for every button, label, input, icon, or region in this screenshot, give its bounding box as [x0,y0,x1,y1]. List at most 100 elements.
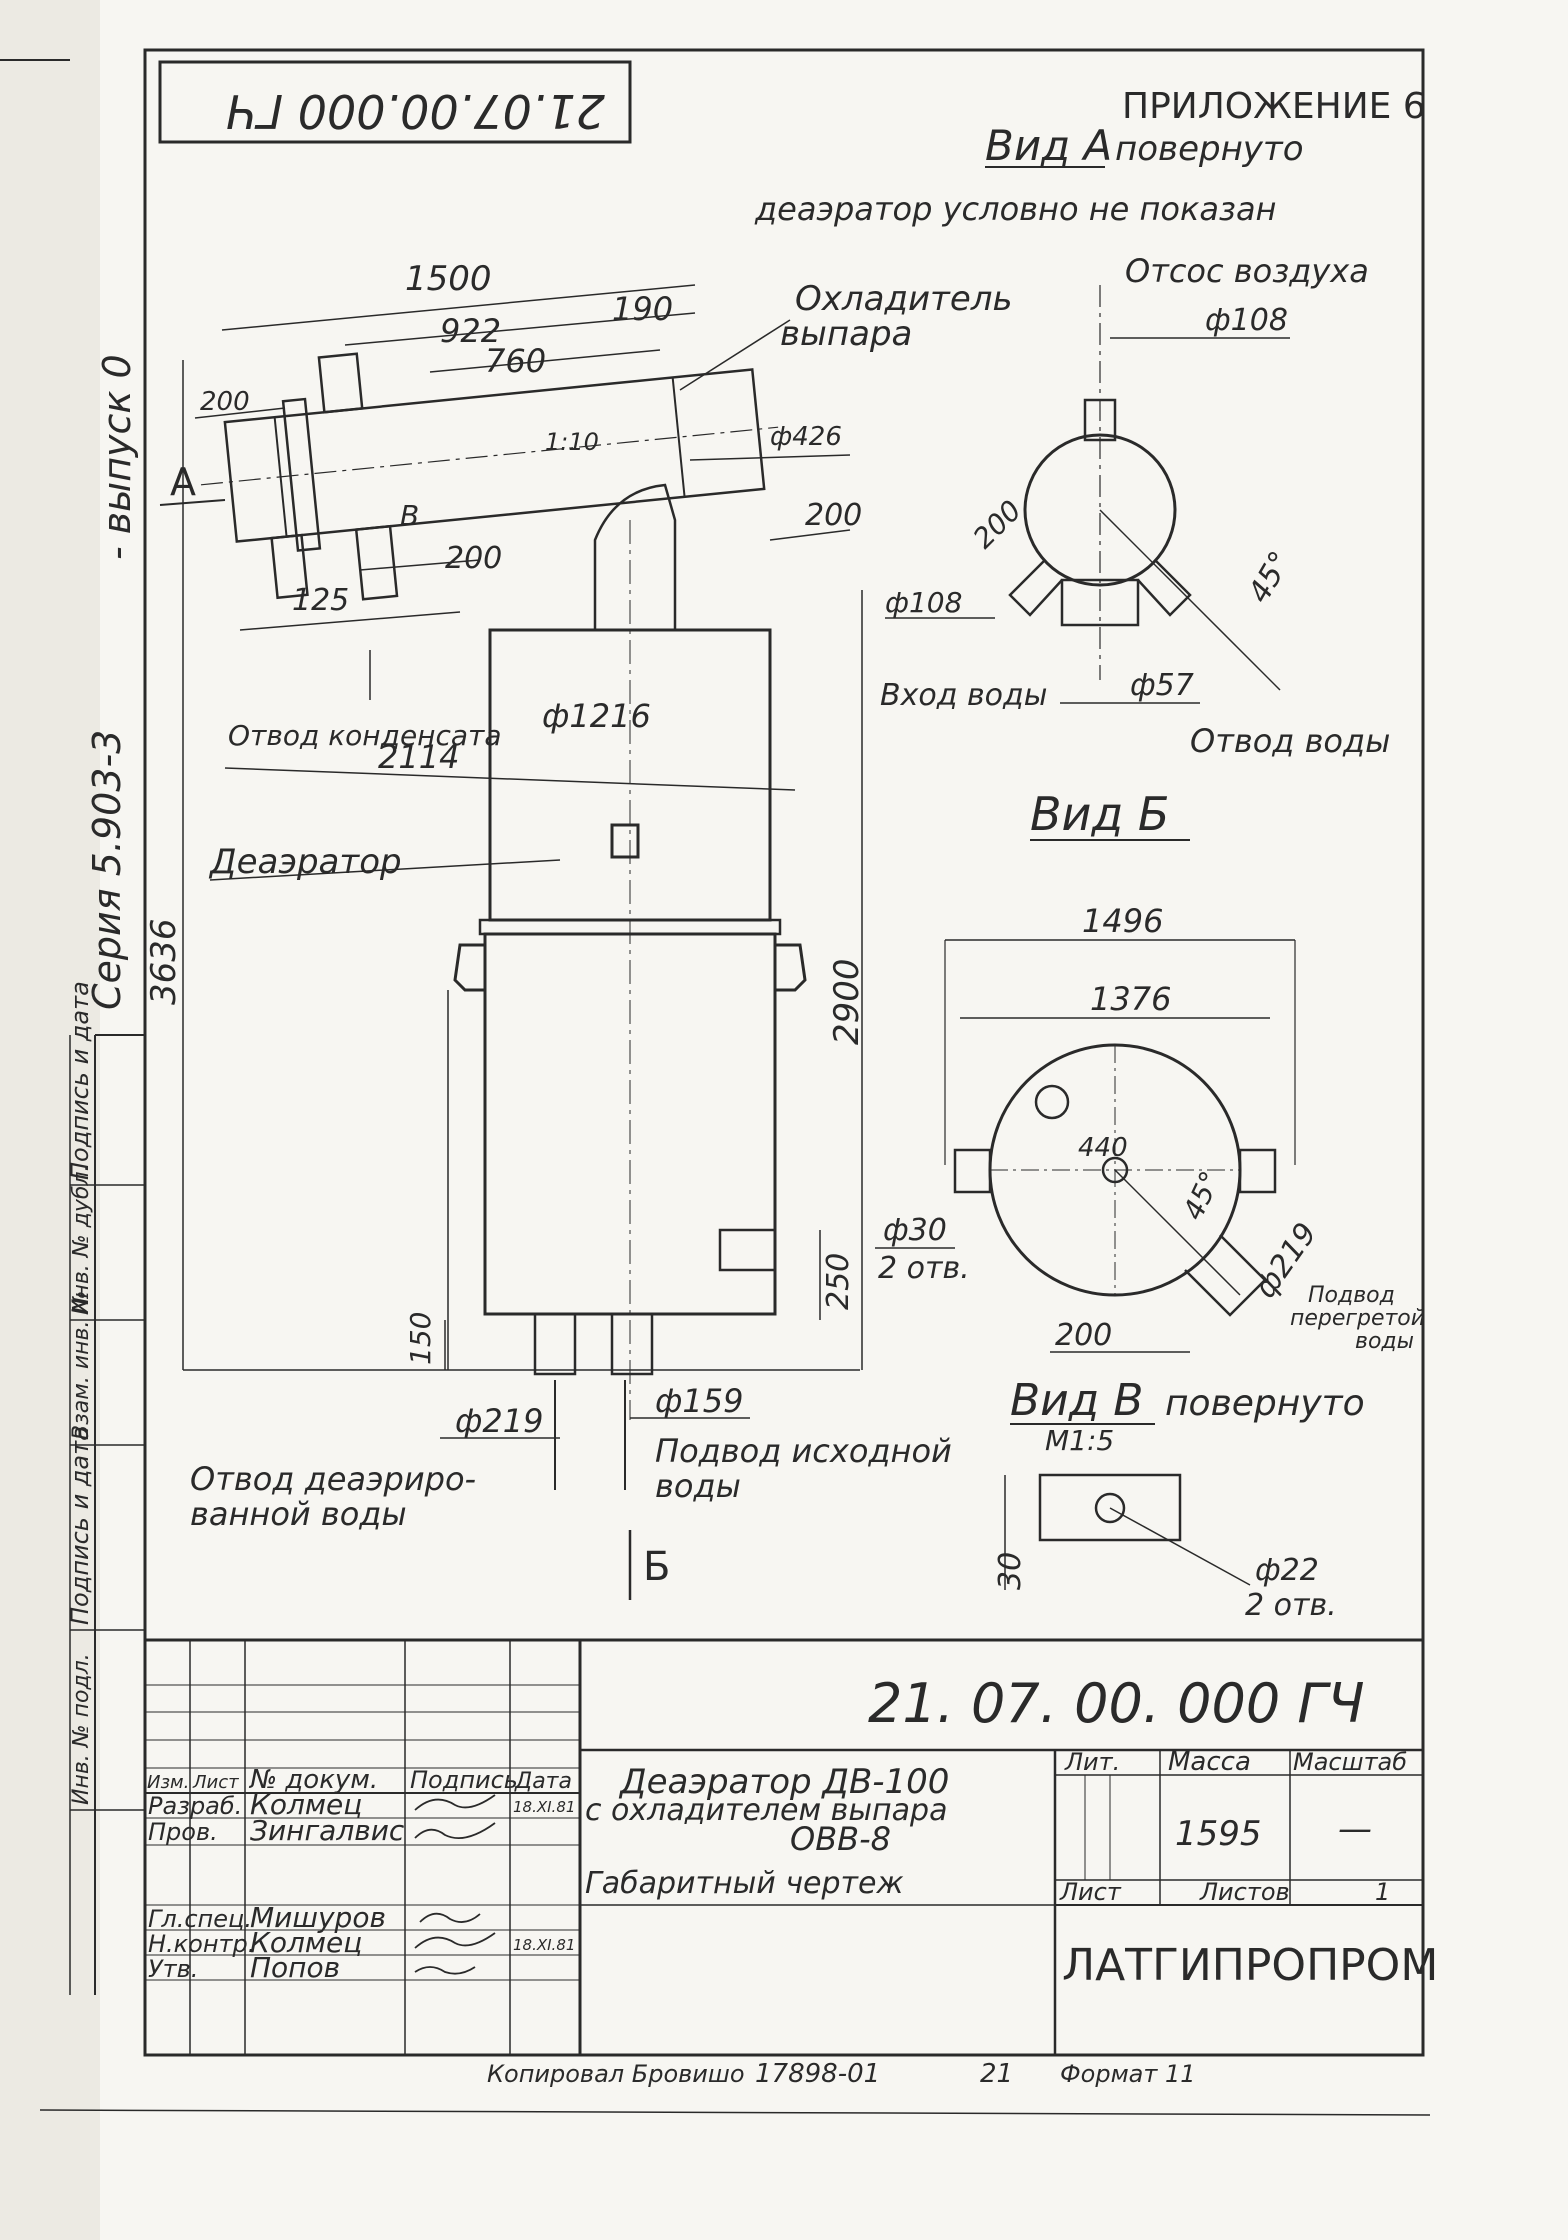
margin-sign-date-1: Подпись и дата [66,981,94,1180]
dim-1376: 1376 [1090,980,1171,1018]
margin-original-number: Инв. № подл. [69,1653,94,1805]
side-nozzle-a [1137,559,1192,617]
dim-45-a: 45° [1242,545,1299,609]
arrow-a [159,499,226,506]
steam-label-3: воды [1355,1329,1414,1354]
signature-5 [414,1966,476,1975]
dim-d426: ф426 [770,422,842,452]
view-a-note: деаэратор условно не показан [754,190,1276,228]
leader-d426 [689,454,851,461]
holes-v: 2 отв. [1245,1588,1337,1623]
dim-d22: ф22 [1255,1553,1319,1588]
view-a-suffix: повернуто [1115,129,1304,169]
view-b-left-lug [953,1148,992,1194]
copied-by: Копировал Бровишо [487,2060,745,2088]
dim-d159: ф159 [655,1382,743,1420]
dim-line-760 [429,349,661,373]
view-b-nozzle-1 [1034,1084,1070,1120]
dim-d30: ф30 [883,1213,947,1248]
dim-190: 190 [612,290,673,328]
leader-deaerator [209,859,561,881]
drawing-frame [69,48,1425,2057]
view-v-title: Вид В [1010,1375,1143,1426]
header-doc: № докум. [248,1765,378,1795]
signature-1 [414,1794,496,1811]
dim-200-a: 200 [967,494,1028,555]
role-chief: Гл.спец. [148,1905,252,1933]
dim-line-200-bottom [359,559,481,571]
footer: Копировал Бровишо 17898-01 21 Формат 11 [39,2059,1431,2116]
product-name-3: ОВВ-8 [790,1820,891,1858]
view-v-scale: М1:5 [1045,1424,1114,1457]
water-in-label: Вход воды [880,678,1047,713]
role-checker: Пров. [148,1818,218,1846]
cooler-label-1: Охладитель [795,279,1013,319]
arrow-b-label: Б [643,1544,670,1590]
view-v-suffix: повернуто [1165,1383,1365,1424]
organization: ЛАТГИПРОПРОМ [1062,1940,1438,1991]
cooler-label-2: выпара [780,314,912,354]
dim-line-1500 [221,284,696,331]
dim-30-v: 30 [993,1552,1028,1590]
dim-2900: 2900 [827,958,867,1045]
air-suction-label: Отсос воздуха [1125,252,1369,290]
deaerator-label: Деаэратор [208,842,402,882]
view-a: Отсос воздуха ф108 200 45° ф108 Вход вод… [880,252,1390,760]
format-label: Формат 11 [1060,2060,1196,2088]
dim-250: 250 [821,1253,856,1310]
view-a-title: Вид А [985,121,1112,170]
inlet-label-2: воды [655,1467,741,1505]
sheets-value: 1 [1375,1878,1390,1906]
margin-replace-number: Взам. инв. № [69,1291,94,1440]
inlet-pipe [610,1312,654,1376]
water-in-nozzle [1008,559,1063,617]
series-label: Серия 5.903-3 [85,730,129,1010]
doc-code: 21. 07. 00. 000 ГЧ [868,1672,1364,1735]
scale-value: — [1338,1809,1372,1849]
signature-4 [414,1932,496,1949]
date-developer: 18.XI.81 [513,1798,575,1816]
dim-440: 440 [1078,1133,1128,1163]
name-approve: Попов [250,1951,340,1984]
signature-2 [414,1822,496,1839]
margin-sign-date-2: Подпись и дата [66,1426,94,1625]
dim-1500: 1500 [405,259,492,299]
margin-dup-number: Инв. № дубл. [69,1164,94,1315]
rotated-code: 21.07.00.000 ГЧ [226,84,605,138]
leader-cooler [679,319,791,391]
name-norm: Колмец [250,1926,362,1959]
main-view: 1500 922 190 760 200 1:10 А В 200 200 12… [144,259,1013,1600]
view-b: Вид Б 1496 1376 440 45° ф30 2 отв. 200 ф… [875,787,1425,1354]
rotated-code-box: 21.07.00.000 ГЧ [158,60,632,144]
left-support [453,943,485,992]
air-nozzle [1083,398,1117,442]
drawing-type: Габаритный чертеж [585,1866,904,1901]
appendix-label: ПРИЛОЖЕНИЕ 6 [1122,86,1426,127]
side-nozzle [718,1228,777,1272]
date-norm: 18.XI.81 [513,1936,575,1954]
issue-label: - выпуск 0 [95,354,139,560]
header-izm: Изм. [147,1772,189,1793]
mass-value: 1595 [1175,1814,1262,1854]
view-b-steam-nozzle [1184,1234,1267,1317]
deaerator-hatch [610,823,640,859]
view-a-shell [1023,433,1177,587]
header-list: Лист [192,1772,239,1793]
dim-200-top: 200 [200,387,250,417]
page-number: 21 [980,2059,1013,2089]
view-b-title: Вид Б [1030,787,1169,841]
leader-d22 [1109,1507,1251,1586]
dim-760: 760 [485,342,546,380]
dim-125: 125 [292,583,349,618]
title-block: 21. 07. 00. 000 ГЧ Деаэратор ДВ-100 с ох… [145,1638,1438,2055]
dim-150: 150 [404,1312,437,1365]
water-out-nozzle [1060,578,1140,627]
steam-label-1: Подвод [1308,1283,1395,1308]
role-norm: Н.контр. [148,1930,255,1958]
dim-922: 922 [440,312,501,350]
dim-1496: 1496 [1082,902,1163,940]
dim-line-200-top [194,407,286,419]
order-number: 17898-01 [755,2059,880,2089]
view-v: Вид В повернуто М1:5 30 ф22 2 отв. [993,1375,1365,1623]
